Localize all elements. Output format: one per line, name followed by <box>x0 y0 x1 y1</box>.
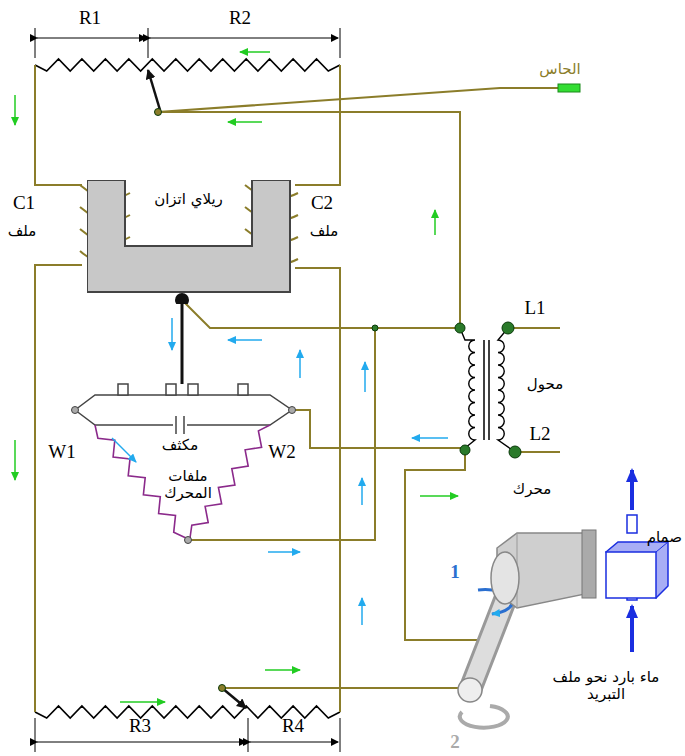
current-arrow <box>268 551 300 553</box>
rotation-arrow <box>460 706 508 728</box>
transformer-coil <box>460 328 475 448</box>
current-arrow <box>228 121 262 123</box>
current-arrow <box>14 440 16 480</box>
part-label: C2 <box>311 192 333 214</box>
current-arrows <box>15 52 458 702</box>
transformer-coil <box>498 328 515 452</box>
contact-set <box>75 384 292 434</box>
part-label: W1 <box>48 441 75 463</box>
callout-label: ماء بارد نحو ملف التبريد <box>536 669 676 704</box>
current-arrow <box>412 437 448 439</box>
callout-label: مكثف <box>160 437 200 454</box>
current-arrow <box>171 318 173 350</box>
flow-arrow <box>630 606 634 652</box>
junction-dots <box>155 109 522 692</box>
current-arrow <box>299 350 301 378</box>
node-label: صمام <box>647 528 682 546</box>
callout-label: الحاس <box>539 61 580 78</box>
wiper <box>148 70 160 110</box>
current-arrow <box>434 210 436 235</box>
part-label: C1 <box>13 192 35 214</box>
callout-label: ملفات المحرك <box>153 468 223 503</box>
current-arrow <box>361 478 363 505</box>
current-arrow <box>364 362 366 392</box>
callout-label: ملف <box>8 223 37 240</box>
node-label: محرك <box>513 480 551 498</box>
wiper <box>222 688 246 708</box>
current-arrow <box>112 438 136 462</box>
part-label: 1 <box>450 561 460 583</box>
part-label: W2 <box>268 441 295 463</box>
resistor-symbol <box>35 59 340 71</box>
current-arrow <box>240 51 270 53</box>
node-label: ريلاي اتزان <box>154 190 223 208</box>
part-label: L1 <box>524 297 545 319</box>
wires <box>35 65 560 712</box>
part-label: R2 <box>229 7 251 29</box>
dimension-lines <box>35 28 340 752</box>
sensor-symbol <box>558 84 580 92</box>
current-arrow <box>420 495 458 497</box>
callout-label: محول <box>527 376 563 393</box>
callout-label: ملف <box>310 223 339 240</box>
flow-arrow <box>630 470 634 510</box>
current-arrow <box>228 339 262 341</box>
relay-core: ريلاي اتزان <box>87 180 290 292</box>
part-label: L2 <box>529 423 550 445</box>
relay-armature <box>181 300 184 384</box>
part-label: 2 <box>450 731 460 753</box>
part-label: R1 <box>79 7 101 29</box>
node-outline <box>472 478 617 625</box>
current-arrow <box>265 669 300 671</box>
part-label: R4 <box>282 715 304 737</box>
current-arrow <box>361 598 363 625</box>
valve: صمام <box>596 528 684 618</box>
part-label: R3 <box>129 715 151 737</box>
motor: محرك <box>472 478 607 613</box>
current-arrow <box>120 701 165 703</box>
current-arrow <box>14 95 16 125</box>
